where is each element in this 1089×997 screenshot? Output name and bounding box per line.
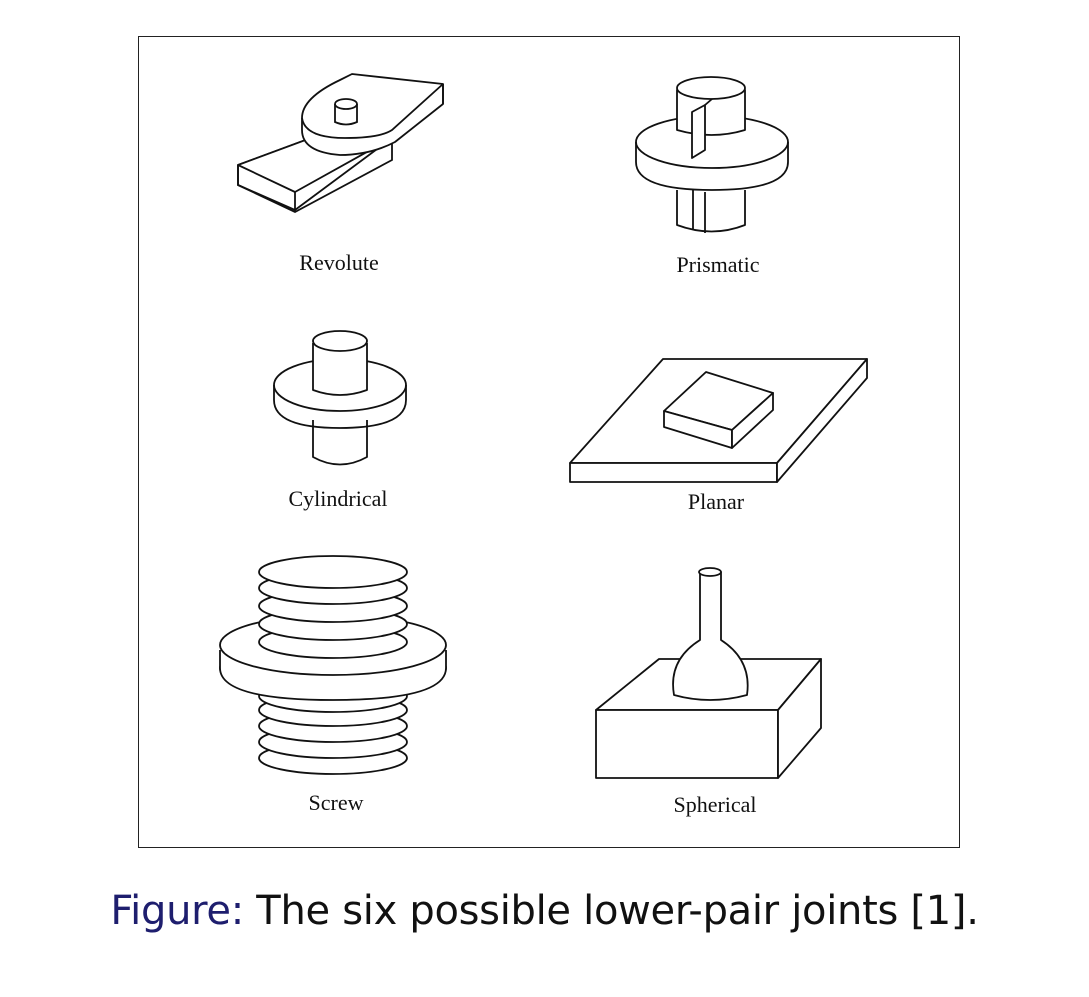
spherical-joint-drawing: [595, 567, 822, 779]
screw-joint-drawing: [219, 555, 447, 775]
revolute-joint-drawing: [237, 73, 444, 214]
label-revolute: Revolute: [299, 250, 379, 275]
label-screw: Screw: [308, 790, 364, 815]
figure-frame: [138, 36, 960, 848]
label-planar: Planar: [687, 489, 745, 514]
joint-illustrations: [219, 73, 868, 779]
label-prismatic: Prismatic: [676, 252, 760, 277]
label-spherical: Spherical: [673, 792, 757, 817]
cylindrical-joint-drawing: [273, 330, 407, 466]
prismatic-joint-drawing: [635, 76, 789, 233]
planar-joint-drawing: [569, 358, 868, 483]
caption-prefix: Figure:: [110, 888, 244, 934]
caption-text: The six possible lower-pair joints [1].: [243, 888, 979, 934]
label-cylindrical: Cylindrical: [288, 486, 388, 511]
figure-caption: Figure: The six possible lower-pair join…: [0, 888, 1089, 934]
